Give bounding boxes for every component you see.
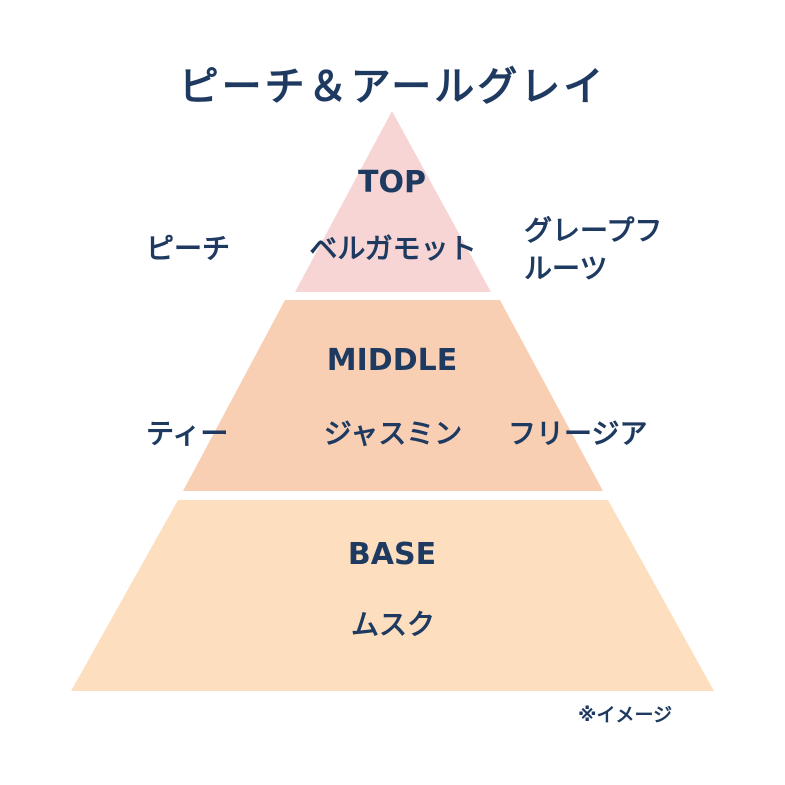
base-tier-label: BASE [347, 537, 437, 572]
middle-note-jasmine: ジャスミン [323, 417, 463, 450]
base-note-musk: ムスク [350, 608, 435, 641]
top-note-peach: ピーチ [146, 232, 231, 265]
middle-tier-label: MIDDLE [326, 343, 458, 378]
top-tier-shape [295, 111, 491, 292]
top-note-grapefruit: グレープフルーツ [524, 214, 663, 285]
base-tier-shape [71, 500, 714, 691]
image-disclaimer: ※イメージ [578, 704, 673, 726]
middle-tier-shape [183, 300, 603, 491]
page-title: ピーチ＆アールグレイ [178, 64, 607, 110]
top-tier-label: TOP [358, 165, 426, 200]
middle-note-tea: ティー [146, 417, 229, 450]
top-note-bergamot: ベルガモット [309, 232, 477, 265]
middle-note-freesia: フリージア [508, 417, 648, 450]
